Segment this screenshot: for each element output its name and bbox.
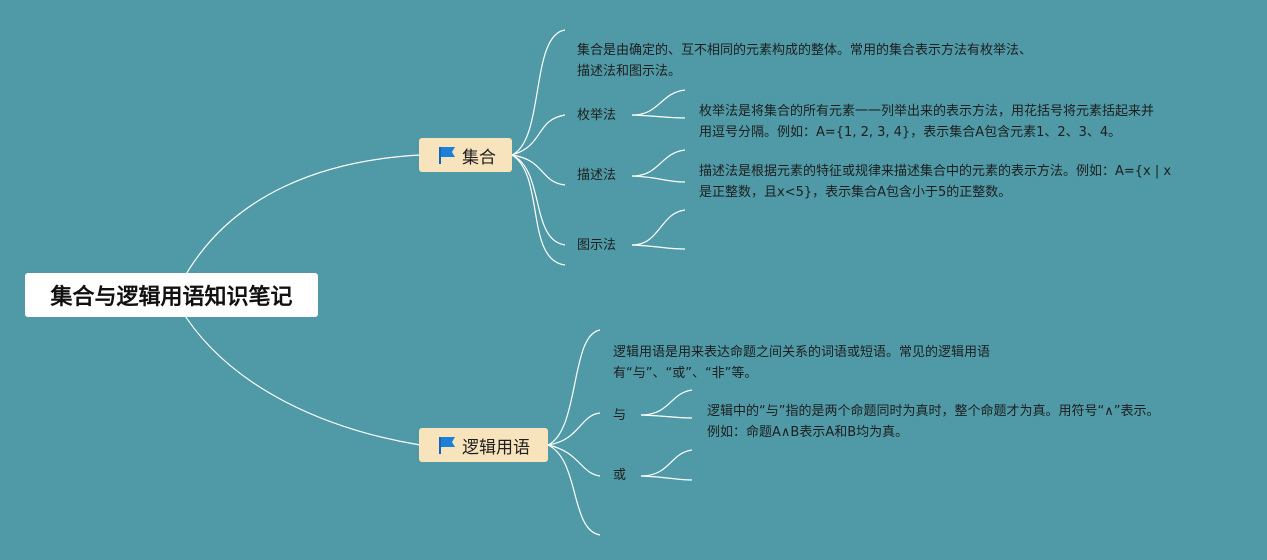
link-or-detail xyxy=(640,449,693,477)
text-line: 描述法和图示法。 xyxy=(577,64,682,79)
text-line: 有“与”、“或”、“非”等。 xyxy=(613,366,758,381)
branch-node-sets[interactable]: 集合 xyxy=(419,138,512,172)
link-sets-desc xyxy=(511,154,566,186)
text-line: 是正整数，且x<5}，表示集合A包含小于5的正整数。 xyxy=(699,185,1012,200)
method-label-diagram[interactable]: 图示法 xyxy=(577,238,617,253)
text-line: 集合是由确定的、互不相同的元素构成的整体。常用的集合表示方法有枚举法、 xyxy=(577,43,1033,58)
link-desc-detail xyxy=(631,149,686,177)
link-desc-detail-2 xyxy=(631,175,686,183)
method-label-enum[interactable]: 枚举法 xyxy=(577,108,617,123)
link-logic-and xyxy=(547,412,601,446)
link-sets-enum xyxy=(511,114,566,156)
text-line: 逻辑中的“与”指的是两个命题同时为真时，整个命题才为真。用符号“∧”表示。 xyxy=(707,404,1160,419)
term-label-or[interactable]: 或 xyxy=(613,468,627,483)
link-enum-detail xyxy=(631,89,686,116)
link-and-detail-2 xyxy=(640,414,693,419)
link-root-sets xyxy=(179,154,421,286)
text-line: 用逗号分隔。例如：A={1, 2, 3, 4}，表示集合A包含元素1、2、3、4… xyxy=(699,125,1122,140)
link-sets-diagram xyxy=(511,154,566,246)
flag-icon xyxy=(439,147,455,164)
text-line: 枚举法是将集合的所有元素一一列举出来的表示方法，用花括号将元素括起来并 xyxy=(699,104,1155,119)
sets-definition: 集合是由确定的、互不相同的元素构成的整体。常用的集合表示方法有枚举法、 描述法和… xyxy=(577,40,1032,82)
link-and-detail xyxy=(640,389,693,416)
branch-label: 集合 xyxy=(462,147,496,168)
link-logic-definition xyxy=(547,329,601,446)
link-diagram-detail xyxy=(631,209,686,246)
method-label-description[interactable]: 描述法 xyxy=(577,168,617,183)
root-title: 集合与逻辑用语知识笔记 xyxy=(50,285,293,310)
branch-node-logic[interactable]: 逻辑用语 xyxy=(419,428,548,462)
link-sets-definition xyxy=(511,29,566,156)
term-label-and[interactable]: 与 xyxy=(613,408,627,423)
method-detail-description: 描述法是根据元素的特征或规律来描述集合中的元素的表示方法。例如：A={x | x… xyxy=(699,161,1171,203)
text-line: 描述法是根据元素的特征或规律来描述集合中的元素的表示方法。例如：A={x | x xyxy=(699,164,1172,179)
text-line: 例如：命题A∧B表示A和B均为真。 xyxy=(707,425,909,440)
root-node[interactable]: 集合与逻辑用语知识笔记 xyxy=(25,273,318,317)
method-detail-enum: 枚举法是将集合的所有元素一一列举出来的表示方法，用花括号将元素括起来并 用逗号分… xyxy=(699,101,1154,143)
link-sets-end xyxy=(511,154,566,266)
link-root-logic xyxy=(179,307,421,446)
link-logic-or xyxy=(547,444,601,477)
term-detail-and: 逻辑中的“与”指的是两个命题同时为真时，整个命题才为真。用符号“∧”表示。 例如… xyxy=(707,401,1159,443)
branch-label: 逻辑用语 xyxy=(462,437,530,458)
link-diagram-detail-2 xyxy=(631,244,686,250)
link-or-detail-2 xyxy=(640,475,693,481)
text-line: 逻辑用语是用来表达命题之间关系的词语或短语。常见的逻辑用语 xyxy=(613,345,991,360)
link-logic-end xyxy=(547,444,601,536)
flag-icon xyxy=(439,437,455,454)
link-enum-detail-2 xyxy=(631,114,686,119)
logic-definition: 逻辑用语是用来表达命题之间关系的词语或短语。常见的逻辑用语 有“与”、“或”、“… xyxy=(613,342,990,384)
